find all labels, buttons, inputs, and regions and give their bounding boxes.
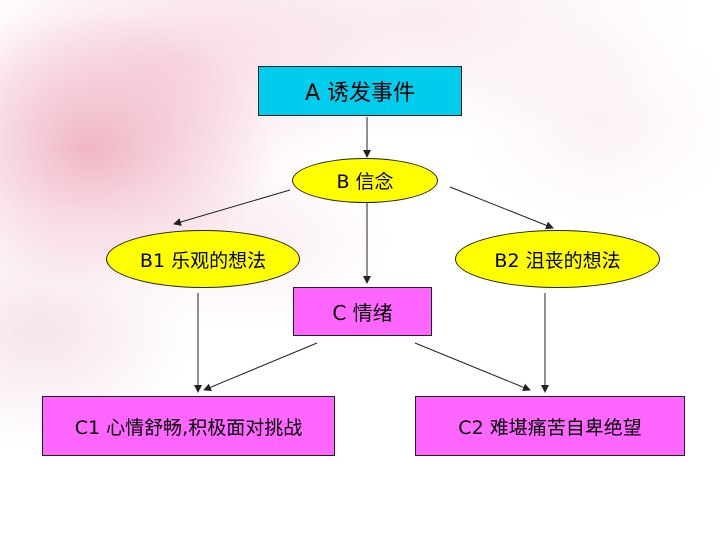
node-b1-optimistic-thought: B1 乐观的想法 bbox=[106, 230, 300, 288]
arrow-c-to-c2 bbox=[414, 342, 531, 392]
arrow-c-to-c1 bbox=[203, 342, 318, 392]
arrow-b-to-b1 bbox=[173, 189, 291, 226]
node-c-emotion: C 情绪 bbox=[293, 287, 432, 336]
node-a-trigger-event: A 诱发事件 bbox=[258, 66, 462, 116]
node-b-belief: B 信念 bbox=[292, 158, 438, 203]
node-b2-depressed-thought: B2 沮丧的想法 bbox=[455, 230, 660, 288]
node-c2-negative-outcome: C2 难堪痛苦自卑绝望 bbox=[415, 396, 685, 456]
arrow-b-to-b2 bbox=[449, 186, 554, 230]
node-c1-positive-outcome: C1 心情舒畅,积极面对挑战 bbox=[42, 396, 335, 456]
